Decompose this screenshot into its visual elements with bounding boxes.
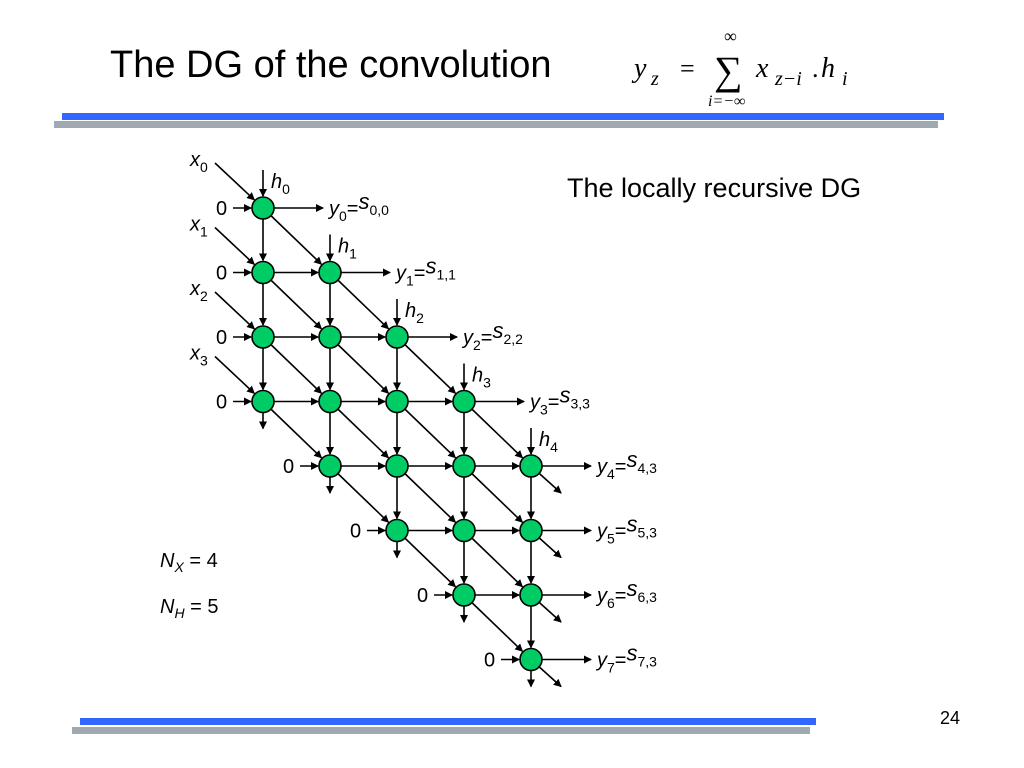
diagonal-edge <box>337 344 390 394</box>
h-input-label: h0 <box>271 171 290 197</box>
diagonal-edge <box>270 344 323 394</box>
formula-lhs-sub: z <box>650 68 659 90</box>
processing-node <box>452 518 476 543</box>
output-label: y4=s4,3 <box>595 447 657 482</box>
processing-node <box>251 325 275 349</box>
x-input-arrow <box>214 162 255 201</box>
x-input-arrow <box>214 355 255 394</box>
h-input-label: h1 <box>338 236 357 262</box>
processing-node <box>318 454 342 478</box>
footer-gray-bar <box>72 727 810 734</box>
processing-node <box>519 583 543 607</box>
svg-text:NH = 5: NH = 5 <box>160 596 219 621</box>
h-input-label: h2 <box>405 300 424 326</box>
processing-node <box>519 518 543 543</box>
processing-node <box>251 196 275 220</box>
diagonal-edge <box>471 602 524 652</box>
processing-node <box>318 325 342 349</box>
diagonal-edge <box>471 473 524 523</box>
svg-text:NX = 4: NX = 4 <box>160 550 218 575</box>
formula-sum-lower: i=−∞ <box>708 93 745 110</box>
output-label: y2=s2,2 <box>461 318 523 353</box>
processing-node <box>251 260 275 285</box>
diagonal-edge <box>404 408 457 459</box>
processing-node <box>385 518 409 543</box>
x-input-label: x0 <box>189 149 208 175</box>
diagonal-edge <box>471 537 524 588</box>
diagonal-stub <box>538 666 562 688</box>
formula-lhs: y <box>631 53 647 84</box>
graph-labels: 0 0 0 0 0 0 0 0 x0 x1 x2 x3 h0 h1 h2 h3 h4 y0=s0,0y1=s1,1… <box>189 149 657 676</box>
formula-sum-symbol: ∑ <box>714 48 743 93</box>
diagonal-edge <box>270 215 323 265</box>
output-label: y0=s0,0 <box>327 189 389 224</box>
processing-node <box>385 325 409 349</box>
diagonal-edge <box>337 279 390 330</box>
formula-term2-sub: i <box>842 68 848 90</box>
processing-node <box>318 389 342 414</box>
convolution-formula: y z = ∞ ∑ i=−∞ x z−i . h i <box>631 26 848 110</box>
graph-nodes <box>251 196 543 672</box>
output-label: y3=s3,3 <box>528 383 590 418</box>
zero-input-label: 0 <box>350 521 361 543</box>
h-input-label: h3 <box>472 365 491 391</box>
zero-input-label: 0 <box>283 456 294 478</box>
diagonal-edge <box>270 408 323 459</box>
formula-dot: . <box>812 54 819 83</box>
param-nh: NH = 5 <box>160 596 219 621</box>
footer-blue-bar <box>80 718 816 725</box>
processing-node <box>318 260 342 285</box>
diagonal-edge <box>404 537 457 588</box>
output-label: y1=s1,1 <box>394 254 456 289</box>
processing-node <box>385 454 409 478</box>
processing-node <box>452 454 476 478</box>
zero-input-label: 0 <box>216 198 227 220</box>
x-input-label: x1 <box>189 214 208 240</box>
diagonal-edge <box>270 279 323 330</box>
x-input-label: x2 <box>189 278 208 304</box>
diagonal-stub <box>538 601 562 623</box>
diagonal-edge <box>337 473 390 523</box>
output-label: y5=s5,3 <box>595 512 657 547</box>
output-label: y6=s6,3 <box>595 576 657 611</box>
x-input-label: x3 <box>189 343 208 369</box>
diagonal-edge <box>471 408 524 459</box>
header-blue-bar <box>62 113 944 120</box>
diagonal-stub <box>538 472 562 494</box>
h-input-label: h4 <box>539 429 558 455</box>
processing-node <box>251 389 275 414</box>
slide-title: The DG of the convolution <box>110 44 552 86</box>
diagonal-edge <box>404 473 457 523</box>
formula-sum-upper: ∞ <box>724 26 737 46</box>
zero-input-label: 0 <box>216 327 227 349</box>
processing-node <box>385 389 409 414</box>
formula-term1-sub: z−i <box>774 68 802 90</box>
graph-edges <box>214 162 592 688</box>
formula-equals: = <box>680 54 695 83</box>
zero-input-label: 0 <box>216 392 227 414</box>
page-number: 24 <box>940 708 961 728</box>
formula-term2: h <box>821 53 835 84</box>
processing-node <box>452 583 476 607</box>
header-gray-bar <box>54 121 938 128</box>
output-label: y7=s7,3 <box>595 641 657 676</box>
processing-node <box>452 389 476 414</box>
x-input-arrow <box>214 226 255 265</box>
zero-input-label: 0 <box>484 650 495 672</box>
x-input-arrow <box>214 291 255 330</box>
diagonal-stub <box>538 537 562 559</box>
param-nx: NX = 4 <box>160 550 218 575</box>
zero-input-label: 0 <box>417 585 428 607</box>
diagram-subtitle: The locally recursive DG <box>567 173 861 203</box>
diagonal-edge <box>404 344 457 394</box>
zero-input-label: 0 <box>216 263 227 285</box>
diagonal-edge <box>337 408 390 459</box>
formula-term1: x <box>755 53 769 84</box>
processing-node <box>519 647 543 672</box>
processing-node <box>519 454 543 478</box>
